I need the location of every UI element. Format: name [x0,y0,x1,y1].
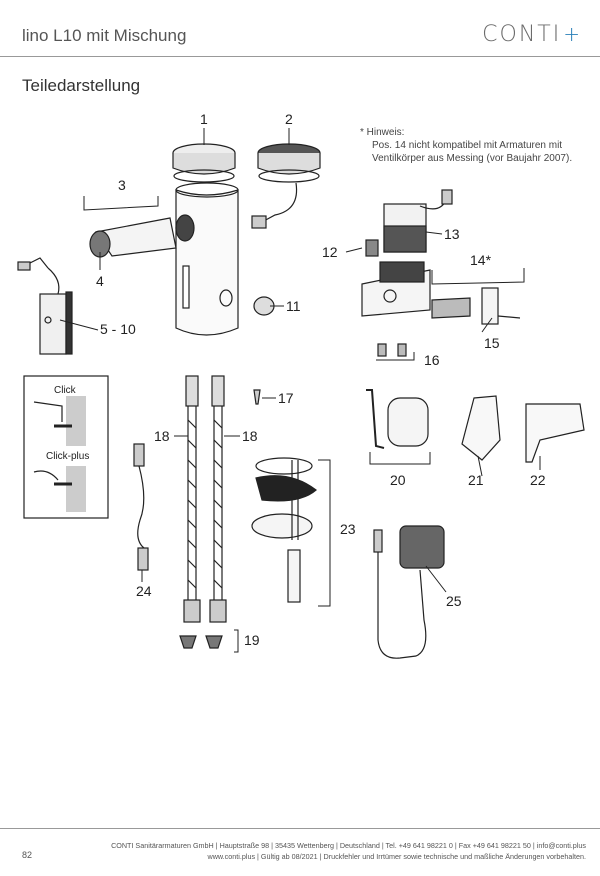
hint-note: * Hinweis: Pos. 14 nicht kompatibel mit … [360,126,590,165]
callout-12: 12 [322,244,338,260]
part-body [89,182,239,336]
part-cap [172,143,236,183]
callout-25: 25 [446,593,462,609]
callout-leaders [59,128,541,653]
part-bracket [525,403,585,463]
callout-2: 2 [285,111,293,127]
callout-17: 17 [278,390,294,406]
inset-label-click-plus: Click-plus [46,451,89,462]
callout-23: 23 [340,521,356,537]
part-sensor-cap [251,143,321,229]
part-cable [133,443,149,571]
footer-divider [0,828,600,829]
part-sensor-module [17,257,73,355]
part-mounting-set [251,457,317,603]
part-solenoid-valve [383,189,453,253]
callout-15: 15 [484,335,500,351]
callout-4: 4 [96,273,104,289]
callout-3: 3 [118,177,126,193]
callout-24: 24 [136,583,152,599]
callout-13: 13 [444,226,460,242]
hint-line-2: Ventilkörper aus Messing (vor Baujahr 20… [372,153,573,164]
hint-line-1: Pos. 14 nicht kompatibel mit Armaturen m… [372,140,563,151]
callout-1: 1 [200,111,208,127]
part-hoses [183,375,227,623]
callout-5-10: 5 - 10 [100,321,136,337]
callout-18-left: 18 [154,428,170,444]
callout-22: 22 [530,472,546,488]
part-key-and-sleeve [366,389,429,449]
part-power-supply [373,525,445,659]
section-title: Teiledarstellung [22,76,141,95]
inset-label-click: Click [54,385,77,396]
part-clip [461,395,501,461]
callout-14: 14* [470,252,492,268]
click-inset [23,375,109,519]
part-seals [179,635,223,649]
callout-20: 20 [390,472,406,488]
callout-19: 19 [244,632,260,648]
callout-11: 11 [286,298,301,314]
logo-text: CONTI [482,22,562,47]
logo-plus-icon: + [563,22,582,46]
footer-line-2: www.conti.plus | Gültig ab 08/2021 | Dru… [207,852,587,861]
document-title: lino L10 mit Mischung [22,26,187,45]
footer-line-1: CONTI Sanitärarmaturen GmbH | Hauptstraß… [111,841,586,850]
conti-logo: CONTI+ [482,22,582,47]
callout-21: 21 [468,472,484,488]
callout-18-right: 18 [242,428,258,444]
page-number: 82 [22,850,33,860]
header-divider [0,56,600,57]
part-filter [365,239,379,257]
part-screw [253,389,261,405]
footer-imprint: CONTI Sanitärarmaturen GmbH | Hauptstraß… [111,840,586,862]
callout-16: 16 [424,352,440,368]
hint-heading: * Hinweis: [360,127,405,138]
part-valve-block [361,261,521,357]
